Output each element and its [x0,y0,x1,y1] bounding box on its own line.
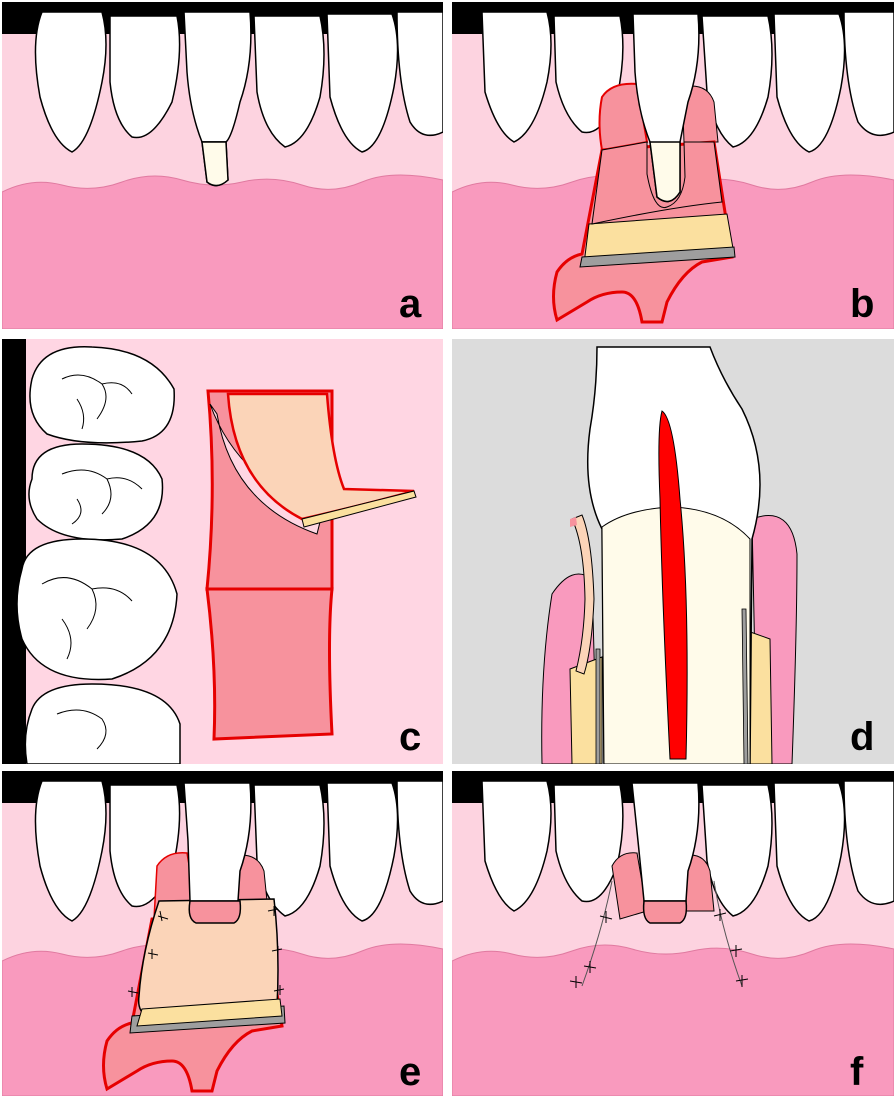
panel-label: e [399,1050,422,1094]
panel-label: f [850,1050,864,1094]
panel-label: d [850,715,875,759]
panel-label: c [399,715,422,759]
panel-d-illustration [452,339,894,764]
panel-f: f [452,771,894,1096]
panel-a-illustration [2,2,443,329]
panel-e-illustration [2,771,443,1096]
panel-d: d [452,339,894,764]
panel-b-illustration [452,2,894,329]
panel-f-illustration [452,771,894,1096]
panel-a: a [2,2,443,329]
panel-c-illustration [2,339,443,764]
panel-e: e [2,771,443,1096]
panel-b: b [452,2,894,329]
panel-label: a [399,282,422,326]
panel-c: c [2,339,443,764]
panel-label: b [850,282,875,326]
